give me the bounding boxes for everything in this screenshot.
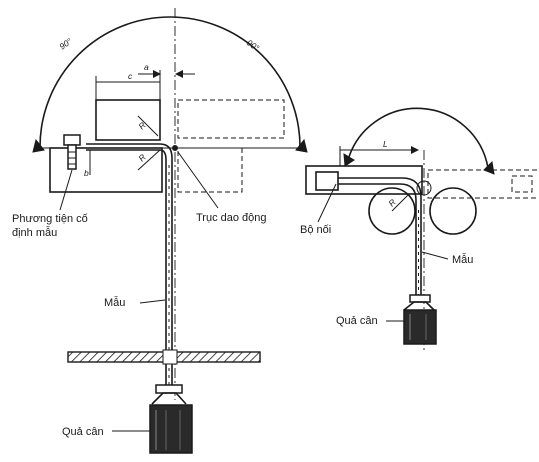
specimen-left-label: Mẫu <box>104 296 125 309</box>
connector-leader <box>317 183 337 223</box>
right-weight-hook <box>403 301 435 311</box>
right-roller <box>429 187 477 235</box>
dim-L-label: L <box>383 139 388 149</box>
angle-right-label: 90° <box>245 37 262 53</box>
dim-c-label: c <box>128 71 133 81</box>
left-specimen-outer <box>86 143 173 385</box>
right-swing-arc <box>347 107 489 169</box>
left-connector-band <box>155 384 183 394</box>
swing-arc <box>39 16 301 148</box>
right-arc-arrow-left <box>343 153 355 167</box>
right-swing-clamp <box>511 175 533 193</box>
roller-radius-line <box>391 194 409 212</box>
left-weight-hook <box>151 392 187 405</box>
radius-left-2: R <box>136 152 147 163</box>
specimen-right-label: Mẫu <box>452 253 473 266</box>
right-specimen-inner <box>338 183 417 300</box>
lower-clamp-block <box>49 147 163 193</box>
right-connector-band <box>409 294 431 303</box>
dim-b-label: b <box>84 168 89 178</box>
right-connector-bar <box>305 165 423 195</box>
clamp-leader <box>59 169 73 211</box>
specimen-left-leader <box>139 299 166 304</box>
oscillation-axis-label: Trục dao động <box>196 212 267 224</box>
clamp-device-label-2: định mẫu <box>12 226 57 239</box>
radius-right: R <box>386 197 397 208</box>
weight-left-label: Quả cân <box>62 426 104 438</box>
pivot-circle <box>416 180 432 196</box>
radius-left-2-line <box>137 149 161 171</box>
arc-arrow-left <box>32 138 45 153</box>
specimen-right-leader <box>421 251 449 260</box>
left-specimen-inner <box>86 149 167 385</box>
upper-swing-block <box>177 99 285 139</box>
clamp-bolt-head <box>63 134 81 146</box>
left-weight <box>149 404 193 454</box>
radius-left-1-line <box>137 115 159 137</box>
clamp-device-label-1: Phương tiện cố <box>12 213 88 225</box>
right-arc-arrow-right <box>483 160 495 175</box>
connector-label: Bộ nối <box>300 224 331 236</box>
plate-slot <box>162 349 178 365</box>
clamp-bolt-shank <box>67 144 77 170</box>
right-swing-bar <box>427 169 539 199</box>
left-figure: 90° 90° a c R R <box>12 8 308 454</box>
lower-swing-block <box>177 147 243 193</box>
right-weight <box>403 309 437 345</box>
right-figure: L R Bộ nối Mẫu Quả cân <box>300 107 539 350</box>
dim-a-label: a <box>144 62 149 72</box>
right-specimen-outer <box>338 177 422 300</box>
axis-leader <box>177 151 219 209</box>
angle-left-label: 90° <box>57 36 74 52</box>
arc-arrow-right <box>295 138 308 153</box>
radius-left-1: R <box>136 120 147 131</box>
upper-clamp-block <box>95 99 161 141</box>
oscillation-axis-point <box>172 145 178 151</box>
weight-right-label: Quả cân <box>336 315 378 327</box>
left-roller <box>368 187 416 235</box>
right-connector-clamp <box>315 171 339 191</box>
